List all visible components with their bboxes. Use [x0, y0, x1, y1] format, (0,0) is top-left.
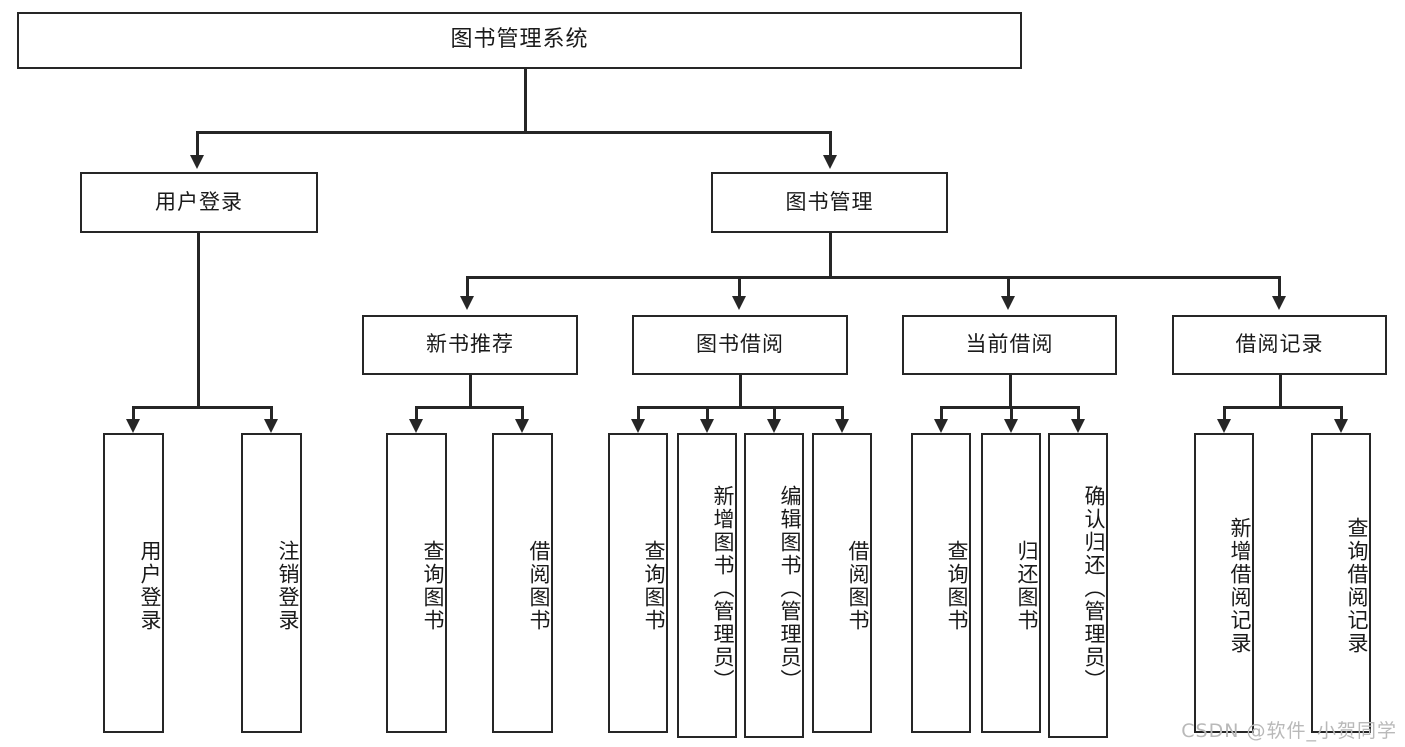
arrow-cb-to-leaf-2: [1004, 419, 1018, 433]
node-label: 图书管理系统: [450, 27, 589, 53]
node-label: 用户登录: [138, 540, 162, 632]
node-borrow-record[interactable]: 借阅记录: [1172, 315, 1387, 375]
node-label: 新增图书（管理员）: [711, 485, 735, 692]
connector-user-login-to-leaf-2: [270, 406, 273, 421]
leaf-book-borrow-edit-book-admin[interactable]: 编辑图书（管理员）: [744, 433, 804, 738]
connector-bb-stem: [739, 375, 742, 408]
leaf-book-borrow-query-book[interactable]: 查询图书: [608, 433, 668, 733]
arrow-bm-to-new-book: [460, 296, 474, 310]
leaf-borrow-record-add-record[interactable]: 新增借阅记录: [1194, 433, 1254, 733]
node-label: 归还图书: [1015, 540, 1039, 632]
connector-br-bus: [1223, 406, 1342, 409]
node-label: 注销登录: [276, 540, 300, 632]
node-label: 查询图书: [642, 540, 666, 632]
connector-br-to-leaf-1: [1223, 406, 1226, 421]
arrow-bb-to-leaf-1: [631, 419, 645, 433]
connector-book-management-bus: [466, 276, 1281, 279]
node-label: 新书推荐: [426, 332, 514, 357]
connector-bb-to-leaf-1: [637, 406, 640, 421]
arrow-bb-to-leaf-3: [767, 419, 781, 433]
connector-root-to-user-login: [196, 131, 199, 157]
connector-bb-to-leaf-2: [706, 406, 709, 421]
node-label: 借阅图书: [527, 540, 551, 632]
connector-bb-to-leaf-3: [773, 406, 776, 421]
arrow-nbr-to-leaf-1: [409, 419, 423, 433]
arrow-bm-to-book-borrow: [732, 296, 746, 310]
node-label: 查询图书: [945, 540, 969, 632]
leaf-current-borrow-query-book[interactable]: 查询图书: [911, 433, 971, 733]
arrow-user-login-to-leaf-2: [264, 419, 278, 433]
node-label: 新增借阅记录: [1228, 517, 1252, 655]
connector-bm-to-current-borrow: [1007, 276, 1010, 298]
connector-root-to-book-management: [829, 131, 832, 157]
connector-bb-bus: [637, 406, 843, 409]
connector-bm-to-new-book: [466, 276, 469, 298]
node-label: 借阅记录: [1235, 332, 1324, 357]
leaf-current-borrow-confirm-return-admin[interactable]: 确认归还（管理员）: [1048, 433, 1108, 738]
leaf-user-login-user-login[interactable]: 用户登录: [103, 433, 164, 733]
node-root-book-management-system[interactable]: 图书管理系统: [17, 12, 1022, 69]
node-user-login[interactable]: 用户登录: [80, 172, 318, 233]
connector-bm-to-book-borrow: [738, 276, 741, 298]
node-label: 借阅图书: [846, 540, 870, 632]
leaf-new-book-query-book[interactable]: 查询图书: [386, 433, 447, 733]
node-label: 查询借阅记录: [1345, 517, 1369, 655]
connector-bm-to-borrow-record: [1278, 276, 1281, 298]
connector-user-login-to-leaf-1: [132, 406, 135, 421]
arrow-root-to-book-management: [823, 155, 837, 169]
leaf-current-borrow-return-book[interactable]: 归还图书: [981, 433, 1041, 733]
connector-cb-to-leaf-1: [940, 406, 943, 421]
node-book-management[interactable]: 图书管理: [711, 172, 948, 233]
leaf-book-borrow-borrow-book[interactable]: 借阅图书: [812, 433, 872, 733]
connector-cb-to-leaf-2: [1010, 406, 1013, 421]
node-label: 编辑图书（管理员）: [778, 485, 802, 692]
arrow-user-login-to-leaf-1: [126, 419, 140, 433]
node-label: 用户登录: [155, 189, 243, 214]
node-current-borrow[interactable]: 当前借阅: [902, 315, 1117, 375]
connector-cb-bus: [940, 406, 1079, 409]
leaf-user-login-logout[interactable]: 注销登录: [241, 433, 302, 733]
connector-cb-to-leaf-3: [1077, 406, 1080, 421]
arrow-br-to-leaf-2: [1334, 419, 1348, 433]
node-label: 确认归还（管理员）: [1082, 485, 1106, 692]
connector-nbr-stem: [469, 375, 472, 408]
connector-root-stem: [524, 69, 527, 132]
connector-bb-to-leaf-4: [841, 406, 844, 421]
arrow-nbr-to-leaf-2: [515, 419, 529, 433]
node-new-book-recommend[interactable]: 新书推荐: [362, 315, 578, 375]
arrow-root-to-user-login: [190, 155, 204, 169]
arrow-bb-to-leaf-4: [835, 419, 849, 433]
connector-nbr-to-leaf-1: [415, 406, 418, 421]
node-label: 图书借阅: [696, 332, 784, 357]
node-book-borrow[interactable]: 图书借阅: [632, 315, 848, 375]
node-label: 查询图书: [421, 540, 445, 632]
leaf-book-borrow-add-book-admin[interactable]: 新增图书（管理员）: [677, 433, 737, 738]
arrow-bb-to-leaf-2: [700, 419, 714, 433]
connector-cb-stem: [1009, 375, 1012, 408]
node-label: 当前借阅: [965, 332, 1054, 357]
arrow-cb-to-leaf-1: [934, 419, 948, 433]
connector-nbr-to-leaf-2: [521, 406, 524, 421]
leaf-new-book-borrow-book[interactable]: 借阅图书: [492, 433, 553, 733]
connector-user-login-stem: [197, 233, 200, 408]
connector-root-bus: [196, 131, 830, 134]
arrow-bm-to-borrow-record: [1272, 296, 1286, 310]
node-label: 图书管理: [785, 189, 874, 214]
connector-user-login-bus: [132, 406, 270, 409]
connector-br-stem: [1279, 375, 1282, 408]
connector-nbr-bus: [415, 406, 523, 409]
arrow-cb-to-leaf-3: [1071, 419, 1085, 433]
connector-br-to-leaf-2: [1340, 406, 1343, 421]
connector-book-management-stem: [829, 233, 832, 278]
arrow-br-to-leaf-1: [1217, 419, 1231, 433]
arrow-bm-to-current-borrow: [1001, 296, 1015, 310]
leaf-borrow-record-query-record[interactable]: 查询借阅记录: [1311, 433, 1371, 733]
